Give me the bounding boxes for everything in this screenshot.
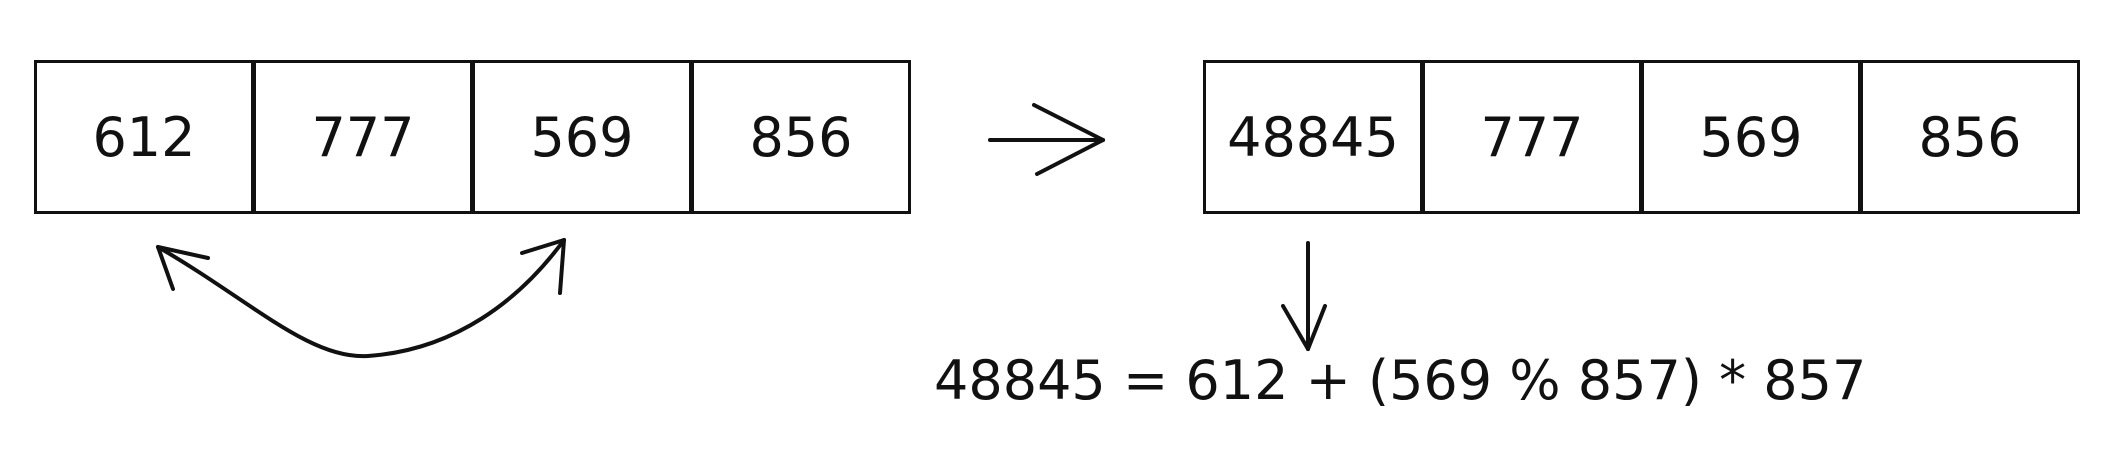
right-arrow-icon bbox=[988, 103, 1105, 176]
after-cell-3: 856 bbox=[1858, 63, 2077, 211]
down-arrow-icon bbox=[1281, 241, 1327, 351]
before-array: 612 777 569 856 bbox=[34, 60, 911, 214]
before-cell-1: 777 bbox=[251, 63, 470, 211]
encoding-formula: 48845 = 612 + (569 % 857) * 857 bbox=[934, 349, 1867, 412]
before-cell-0: 612 bbox=[92, 105, 196, 169]
swap-curved-arrow-icon bbox=[156, 238, 566, 359]
after-cell-2: 569 bbox=[1639, 63, 1858, 211]
before-cell-3: 856 bbox=[689, 63, 908, 211]
before-cell-2: 569 bbox=[470, 63, 689, 211]
after-cell-1: 777 bbox=[1420, 63, 1639, 211]
after-array: 48845 777 569 856 bbox=[1203, 60, 2080, 214]
after-cell-0: 48845 bbox=[1227, 105, 1399, 169]
